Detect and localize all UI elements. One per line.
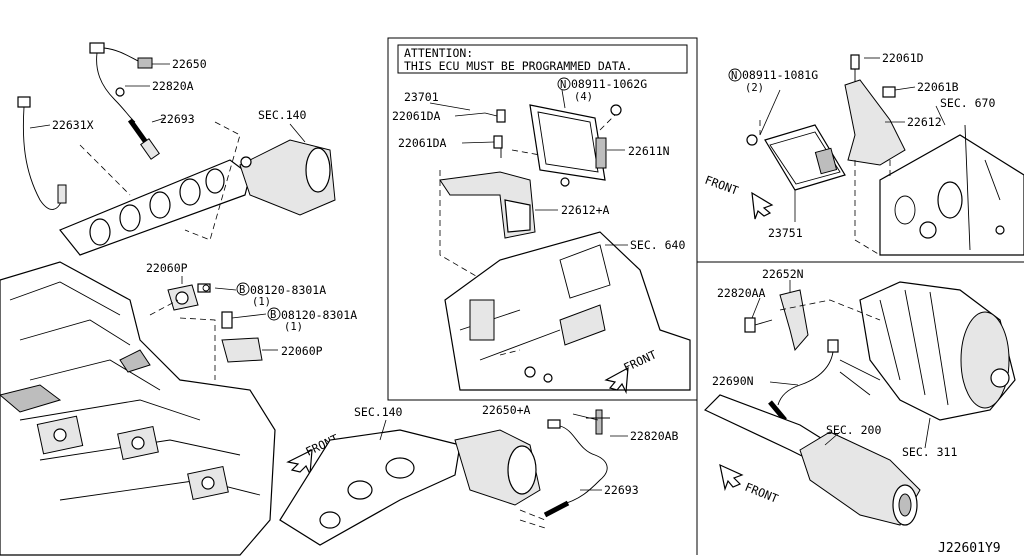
label-22061DA-1: 22061DA bbox=[392, 109, 441, 123]
label-nut-number: 08911-1062G bbox=[571, 77, 647, 91]
label-bolt2-number: 08120-8301A bbox=[281, 308, 357, 322]
label-23751: 23751 bbox=[768, 226, 803, 240]
ecu-assembly-group: 23701 22061DA 22061DA N 08911-1062G (4) … bbox=[392, 77, 691, 391]
attention-message: THIS ECU MUST BE PROGRAMMED DATA. bbox=[404, 59, 632, 73]
label-sec640: SEC. 640 bbox=[630, 238, 685, 252]
label-22061D: 22061D bbox=[882, 51, 924, 65]
nut-marker-letter: N bbox=[560, 79, 566, 91]
nut-marker-icon bbox=[557, 77, 571, 91]
transmission-group: 22652N 22820AA 22690N SEC. 200 SEC. 311 bbox=[703, 267, 1016, 526]
label-sec311: SEC. 311 bbox=[902, 445, 957, 459]
lower-manifold-group: SEC.140 22650+A 22820AB 22693 bbox=[279, 403, 679, 546]
front-label-bottom-right: FRONT bbox=[743, 480, 780, 506]
label-23701: 23701 bbox=[404, 90, 439, 104]
attention-box: ATTENTION: THIS ECU MUST BE PROGRAMMED D… bbox=[397, 44, 688, 74]
label-22652N: 22652N bbox=[762, 267, 804, 281]
label-22650A: 22650+A bbox=[482, 403, 531, 417]
label-22612A: 22612+A bbox=[561, 203, 610, 217]
label-22650: 22650 bbox=[172, 57, 207, 71]
label-22693-bottom: 22693 bbox=[604, 483, 639, 497]
panel-frames bbox=[387, 37, 1024, 555]
engine-block-illustration bbox=[0, 261, 276, 556]
label-22611N: 22611N bbox=[628, 144, 670, 158]
label-22061B: 22061B bbox=[917, 80, 959, 94]
label-22631X: 22631X bbox=[52, 118, 94, 132]
upper-sensor-group: 22650 22820A 22693 22631X SEC.140 bbox=[17, 42, 336, 256]
label-nut-qty: (4) bbox=[574, 91, 593, 103]
label-22612: 22612 bbox=[907, 115, 942, 129]
attention-title: ATTENTION: bbox=[404, 46, 473, 60]
label-nut2-number: 08911-1081G bbox=[742, 68, 818, 82]
label-bolt2-qty: (1) bbox=[284, 321, 303, 333]
bolt-marker-letter: B bbox=[239, 284, 245, 296]
label-sec140-bottom: SEC.140 bbox=[354, 405, 403, 419]
knock-sensor-group: 22060P B 08120-8301A (1) B 08120-8301A (… bbox=[146, 261, 357, 380]
label-22060P-bottom: 22060P bbox=[281, 344, 323, 358]
bolt-marker-icon bbox=[267, 307, 281, 321]
label-22690N: 22690N bbox=[712, 374, 754, 388]
label-bolt1-qty: (1) bbox=[252, 296, 271, 308]
label-sec200: SEC. 200 bbox=[826, 423, 881, 437]
label-22820AB: 22820AB bbox=[630, 429, 679, 443]
label-22820A: 22820A bbox=[152, 79, 194, 93]
label-nut2-qty: (2) bbox=[745, 82, 764, 94]
label-22820AA: 22820AA bbox=[717, 286, 766, 300]
label-sec140-top: SEC.140 bbox=[258, 108, 307, 122]
tcm-group: N 08911-1081G (2) 22061D 22061B SEC. 670… bbox=[728, 51, 1024, 256]
diagram-id: J22601Y9 bbox=[938, 541, 1001, 556]
label-22693-top: 22693 bbox=[160, 112, 195, 126]
label-22061DA-2: 22061DA bbox=[398, 136, 447, 150]
label-22060P-top: 22060P bbox=[146, 261, 188, 275]
bolt-marker-icon bbox=[236, 282, 250, 296]
label-bolt1-number: 08120-8301A bbox=[250, 283, 326, 297]
front-label-right: FRONT bbox=[703, 173, 740, 198]
bolt-marker-letter: B bbox=[270, 309, 276, 321]
nut2-marker-icon bbox=[728, 68, 742, 82]
front-arrow-bottom-right: FRONT bbox=[719, 463, 780, 506]
front-arrow-right: FRONT bbox=[703, 173, 774, 220]
nut2-marker-letter: N bbox=[731, 70, 737, 82]
label-sec670: SEC. 670 bbox=[940, 96, 995, 110]
